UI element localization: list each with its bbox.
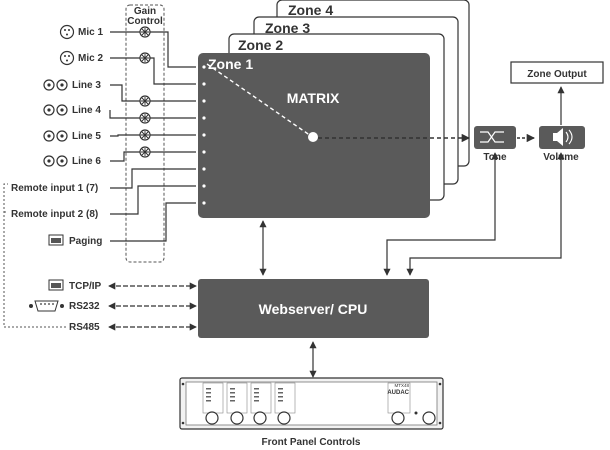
front-knob-3[interactable] xyxy=(253,411,267,425)
input-remote1: Remote input 1 (7) xyxy=(11,168,196,194)
input-line5: Line 5 xyxy=(43,130,196,142)
matrix-routing-line xyxy=(206,63,312,137)
rs232-label: RS232 xyxy=(69,301,100,312)
speaker-icon xyxy=(553,128,573,146)
front-knob-2[interactable] xyxy=(230,411,244,425)
front-master-knob[interactable] xyxy=(391,411,405,425)
gain-knob-line4[interactable] xyxy=(139,112,151,124)
gain-knob-line5[interactable] xyxy=(139,129,151,141)
mic2-label: Mic 2 xyxy=(78,53,103,64)
line3-label: Line 3 xyxy=(72,80,101,91)
front-volume-knob[interactable] xyxy=(422,411,436,425)
input-mic1: Mic 1 xyxy=(59,24,196,68)
gain-knob-line3[interactable] xyxy=(139,95,151,107)
input-line4: Line 4 xyxy=(43,104,196,119)
channel-strip-4 xyxy=(274,382,296,425)
cpu-label: Webserver/ CPU xyxy=(259,301,368,317)
channel-strip-1 xyxy=(202,382,224,425)
input-mic2: Mic 2 xyxy=(59,50,196,85)
zone-3-label: Zone 3 xyxy=(265,20,310,36)
rs485-interface: RS485 xyxy=(3,183,197,333)
line5-label: Line 5 xyxy=(72,131,101,142)
mic1-label: Mic 1 xyxy=(78,27,103,38)
remote2-label: Remote input 2 (8) xyxy=(11,209,98,220)
gain-control-box xyxy=(125,4,165,263)
gain-control-label-2: Control xyxy=(127,16,163,27)
input-line6: Line 6 xyxy=(43,151,196,167)
zone-2-label: Zone 2 xyxy=(238,37,283,53)
gain-knobs xyxy=(139,26,151,158)
front-led xyxy=(414,411,418,415)
front-knob-1[interactable] xyxy=(205,411,219,425)
zone-stack: Zone 4 Zone 3 Zone 2 Zone 1 MATRIX xyxy=(198,0,470,218)
serial-port-icon xyxy=(34,300,59,312)
rs485-remote-dashed-link xyxy=(3,183,66,328)
zone-output-box xyxy=(510,61,604,84)
matrix-label: MATRIX xyxy=(287,90,340,106)
gain-control-group: Gain Control xyxy=(125,4,165,263)
cpu-block xyxy=(198,279,429,338)
channel-strip-3 xyxy=(250,382,272,425)
rs485-label: RS485 xyxy=(69,322,100,333)
gain-knob-mic1[interactable] xyxy=(139,26,151,38)
rs232-interface: RS232 xyxy=(29,300,197,312)
cpu-volume-link xyxy=(406,152,565,276)
tone-eq-icon xyxy=(480,131,504,143)
xlr-icon xyxy=(59,24,75,40)
tcpip-label: TCP/IP xyxy=(69,281,102,292)
input-paging: Paging xyxy=(48,202,196,247)
zone-output-label: Zone Output xyxy=(527,69,587,80)
front-panel-device: MTX48 AUDAC xyxy=(179,377,444,430)
line4-label: Line 4 xyxy=(72,105,101,116)
gain-knob-line6[interactable] xyxy=(139,146,151,158)
tone-block xyxy=(474,126,516,149)
gain-control-label-1: Gain xyxy=(134,6,156,17)
input-remote2: Remote input 2 (8) xyxy=(11,185,196,220)
gain-knob-mic2[interactable] xyxy=(139,52,151,64)
paging-label: Paging xyxy=(69,236,102,247)
front-knob-4[interactable] xyxy=(277,411,291,425)
matrix-output-node xyxy=(308,132,318,142)
xlr-icon xyxy=(59,50,75,66)
channel-strip-2 xyxy=(226,382,248,425)
tcpip-interface: TCP/IP xyxy=(48,279,197,292)
line6-label: Line 6 xyxy=(72,156,101,167)
matrix-input-points xyxy=(202,65,206,205)
zone-1-label: Zone 1 xyxy=(208,56,253,72)
device-brand-line-2: AUDAC xyxy=(387,390,409,396)
front-panel-label: Front Panel Controls xyxy=(262,437,361,448)
zone-4-label: Zone 4 xyxy=(288,2,333,18)
remote1-label: Remote input 1 (7) xyxy=(11,183,98,194)
device-brand-line-1: MTX48 xyxy=(394,383,409,388)
input-line3: Line 3 xyxy=(43,79,196,102)
